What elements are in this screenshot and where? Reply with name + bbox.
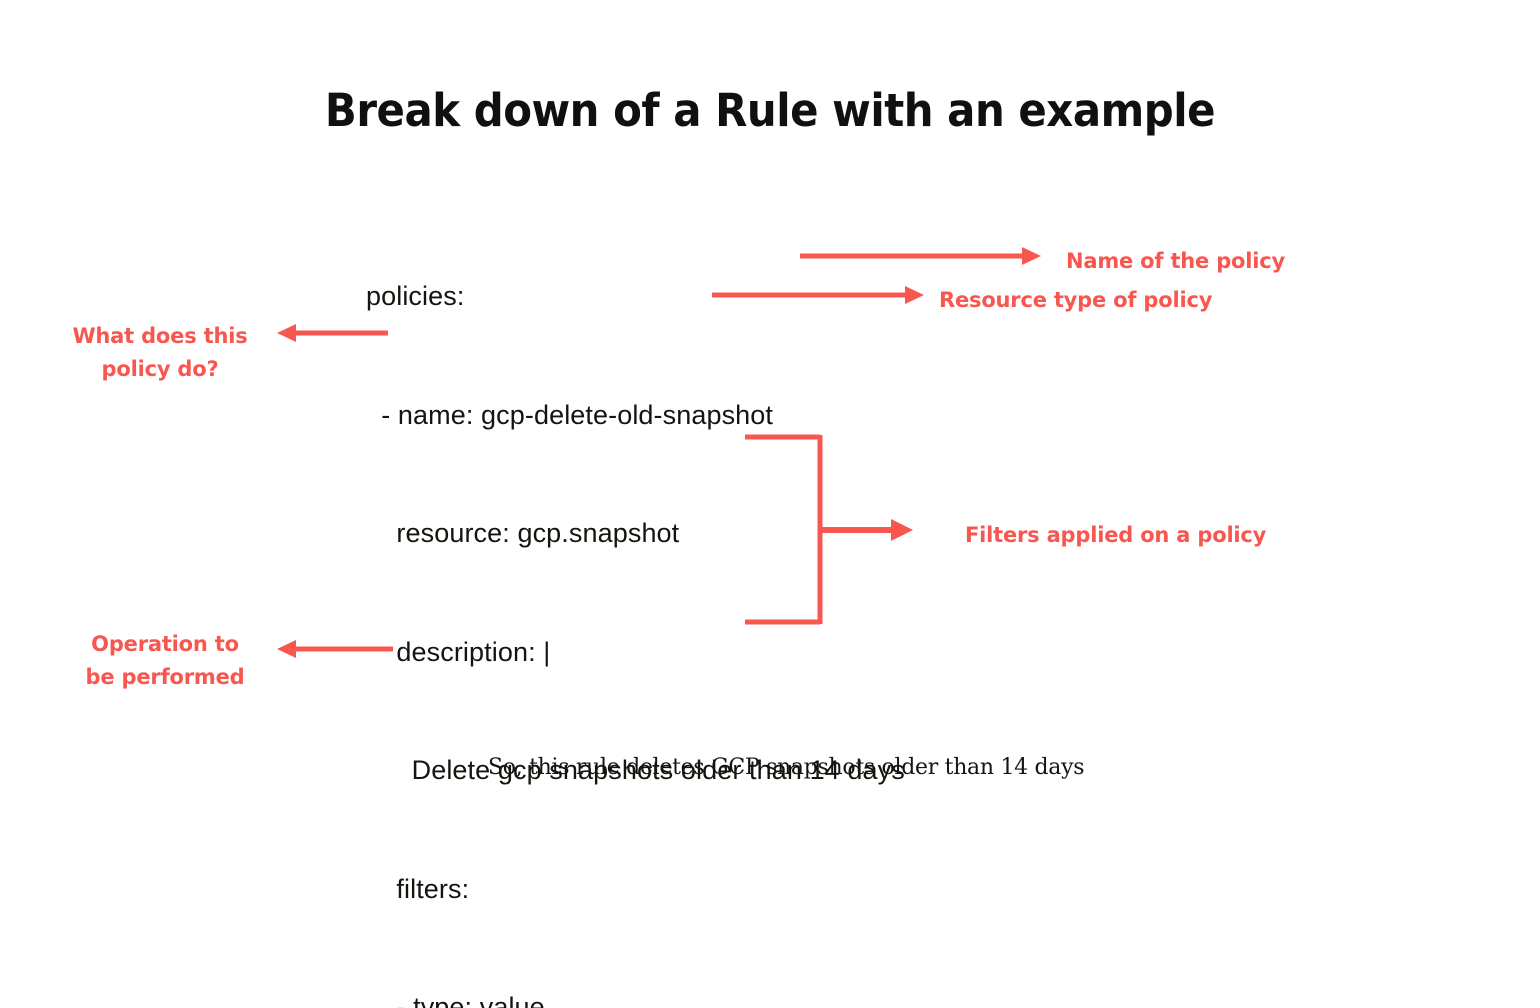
arrow-right-to-resource-label <box>712 283 937 307</box>
bracket-filters-group <box>743 432 923 628</box>
arrow-left-to-actions-label <box>276 637 396 661</box>
annotation-line-2: be performed <box>85 665 245 689</box>
annotation-line-1: What does this <box>72 324 248 348</box>
yaml-line-description: description: | <box>366 636 551 667</box>
annotation-operation-to-be-performed: Operation to be performed <box>60 628 270 694</box>
yaml-line-resource: resource: gcp.snapshot <box>366 518 680 548</box>
page-title: Break down of a Rule with an example <box>324 84 1216 137</box>
annotation-resource-type-of-policy: Resource type of policy <box>939 288 1213 312</box>
summary-caption: So, this rule deletes GCP snapshots olde… <box>488 755 1085 780</box>
yaml-line-description-text: Delete gcp snapshots older than 14 days <box>366 755 905 785</box>
yaml-line-filter-type: - type: value <box>366 992 545 1008</box>
annotation-line-1: Operation to <box>91 632 239 656</box>
annotation-line-2: policy do? <box>101 357 219 381</box>
annotation-what-does-this-policy-do: What does this policy do? <box>60 320 260 386</box>
annotation-name-of-policy: Name of the policy <box>1066 249 1285 273</box>
yaml-line-name: - name: gcp-delete-old-snapshot <box>366 399 774 430</box>
yaml-policy-block: policies: - name: gcp-delete-old-snapsho… <box>366 198 905 1008</box>
yaml-line-filters: filters: <box>366 873 470 904</box>
arrow-right-to-name-label <box>800 244 1045 268</box>
yaml-line-policies: policies: <box>366 281 465 311</box>
annotation-filters-applied-on-a-policy: Filters applied on a policy <box>965 523 1267 547</box>
arrow-left-to-description-label <box>276 321 391 345</box>
